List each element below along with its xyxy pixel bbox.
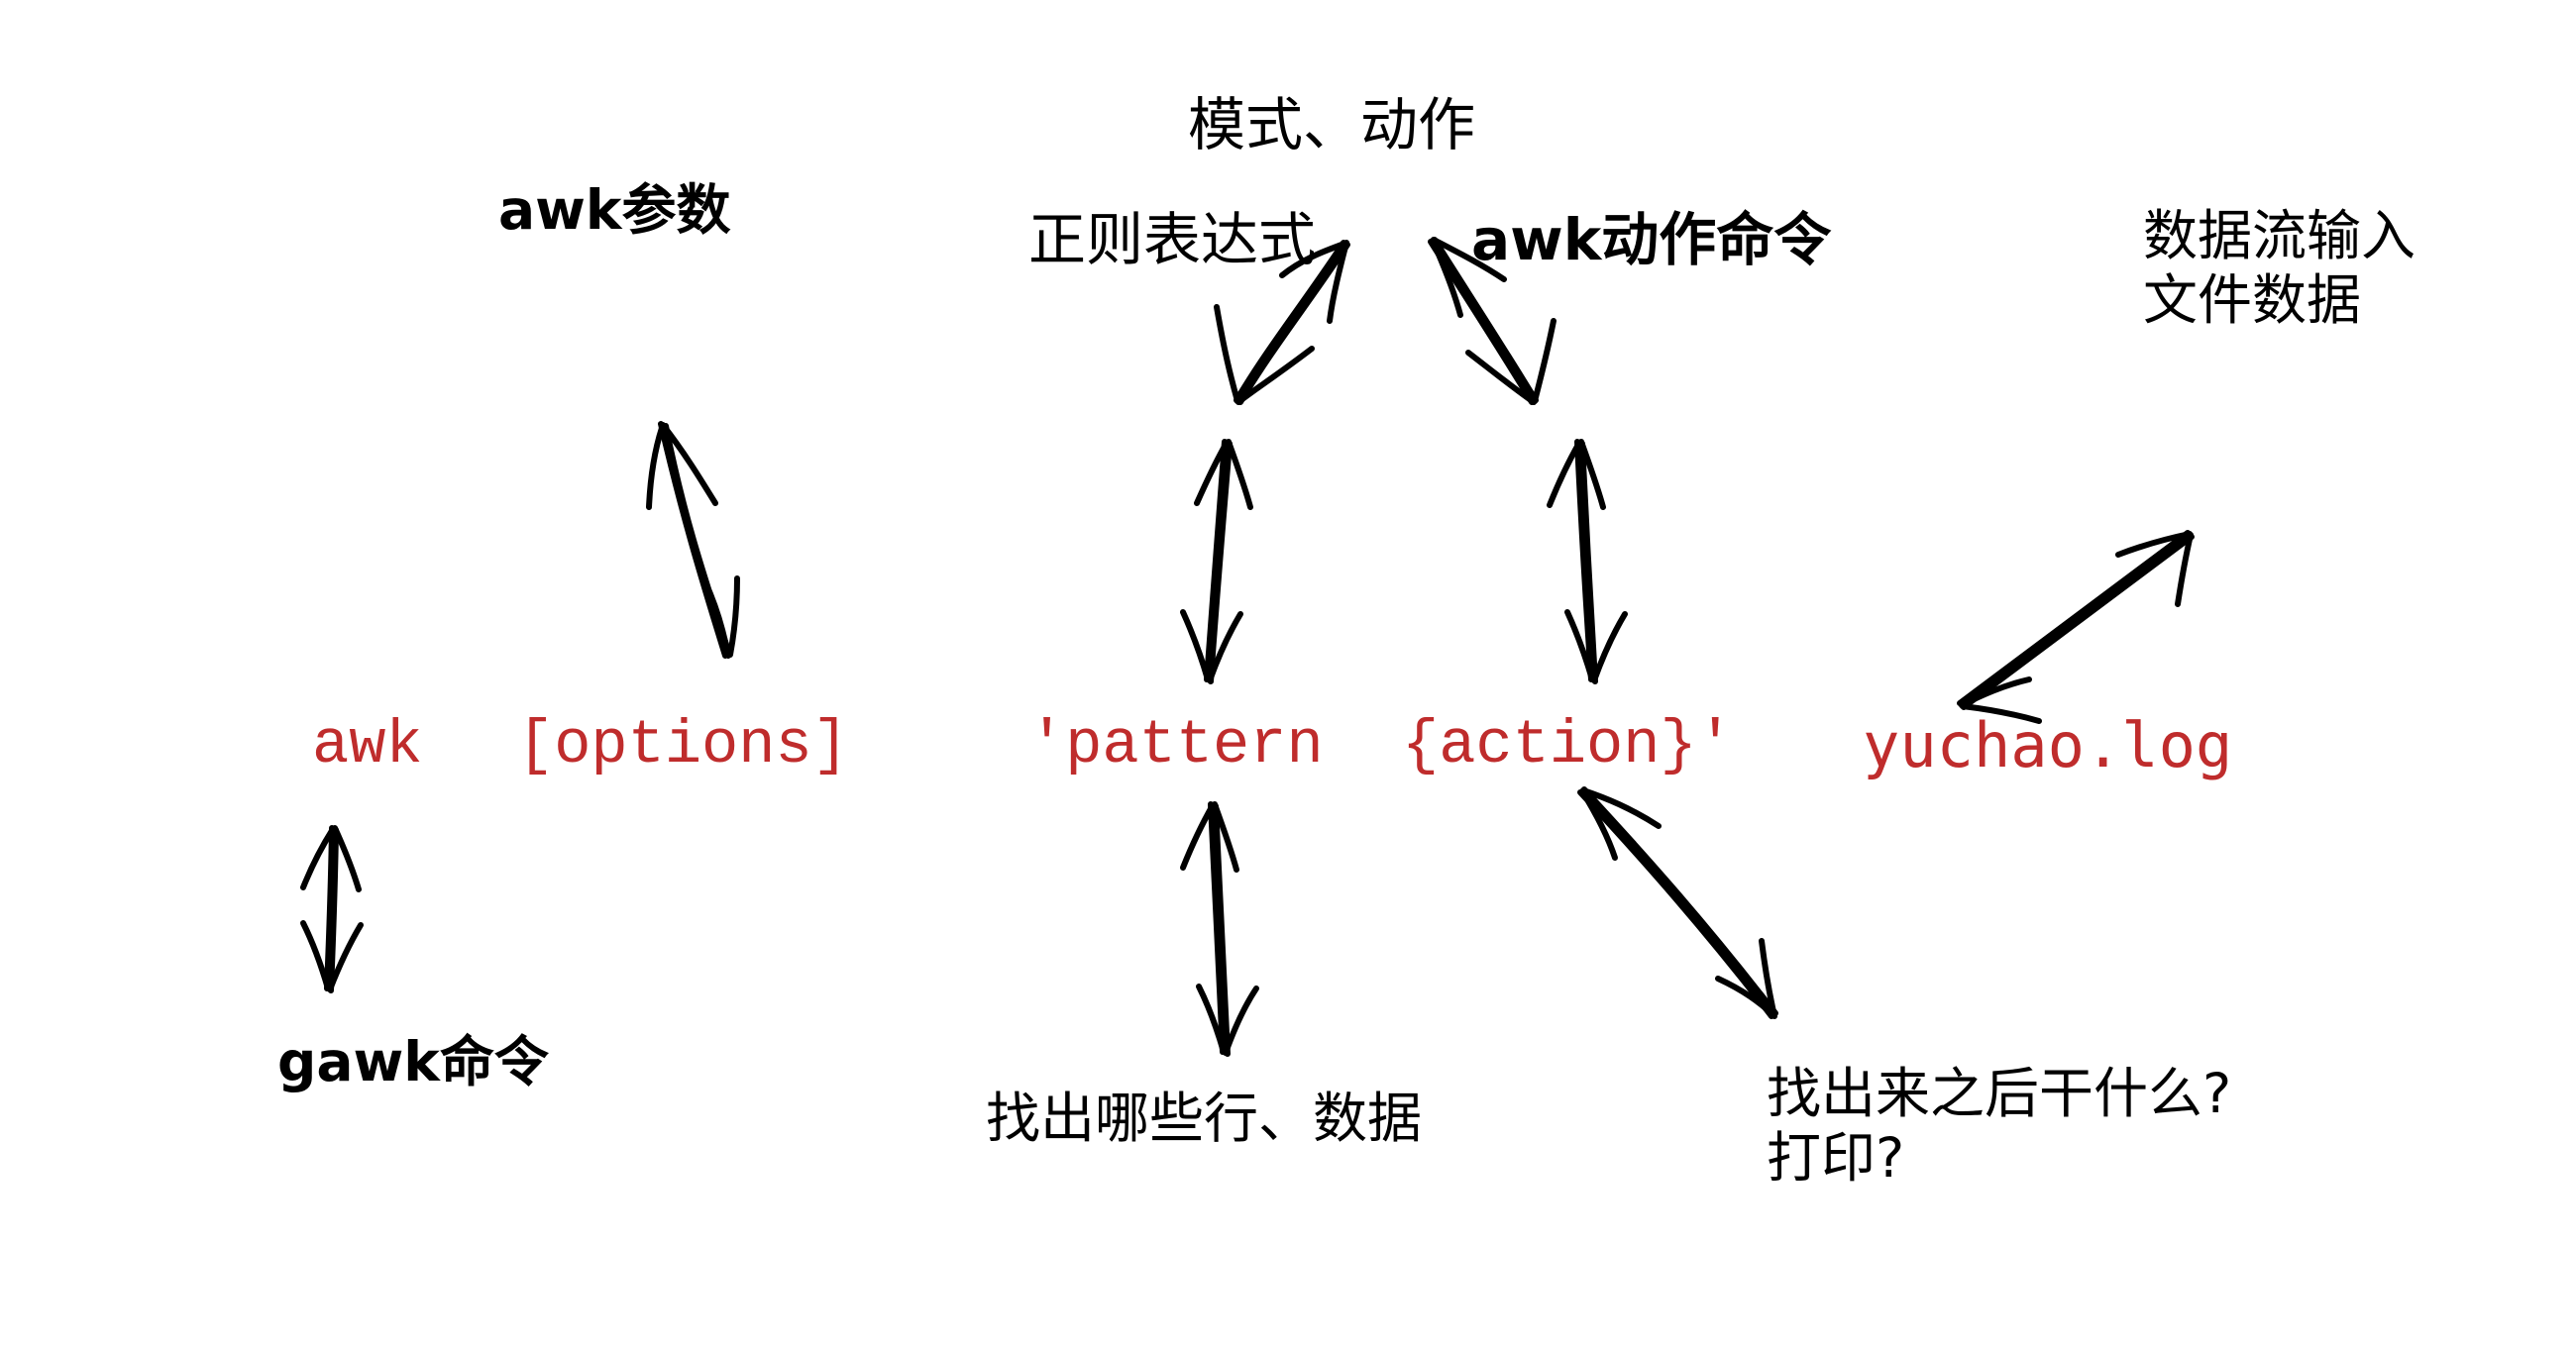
command-token-action: {action}' (1402, 710, 1734, 780)
arrow-actioncmd-to-action (1547, 439, 1628, 684)
annotation-gawk-command: gawk命令 (277, 1030, 549, 1093)
arrow-awk-params-to-options (646, 421, 740, 659)
annotation-pattern-action: 模式、动作 (1188, 91, 1476, 158)
annotation-awk-params: awk参数 (498, 178, 731, 242)
annotation-datastream-line1: 数据流输入 (2143, 204, 2416, 267)
arrow-action-to-thenwhat (1577, 786, 1778, 1019)
annotation-which-lines: 找出哪些行、数据 (986, 1087, 1423, 1150)
arrow-pattern-to-lines (1180, 801, 1259, 1057)
command-token-options: [options] (517, 710, 849, 780)
annotation-then-what-line2: 打印? (1767, 1125, 1905, 1190)
annotation-then-what-line1: 找出来之后干什么? (1767, 1062, 2232, 1125)
command-token-pattern: 'pattern (1028, 710, 1324, 780)
arrow-awk-to-gawk (300, 825, 364, 993)
arrow-regex-to-pattern (1180, 439, 1253, 684)
arrow-file-to-datastream (1957, 530, 2195, 724)
command-token-awk: awk (312, 710, 423, 780)
annotation-awk-action-command: awk动作命令 (1471, 206, 1832, 273)
command-token-input-file: yuchao.log (1863, 709, 2233, 781)
annotation-datastream-line2: 文件数据 (2143, 267, 2362, 332)
annotation-regex: 正则表达式 (1028, 206, 1317, 273)
annotation-datastream-input: 数据流输入文件数据 (2143, 204, 2415, 333)
annotation-then-what: 找出来之后干什么?打印? (1767, 1062, 2231, 1191)
